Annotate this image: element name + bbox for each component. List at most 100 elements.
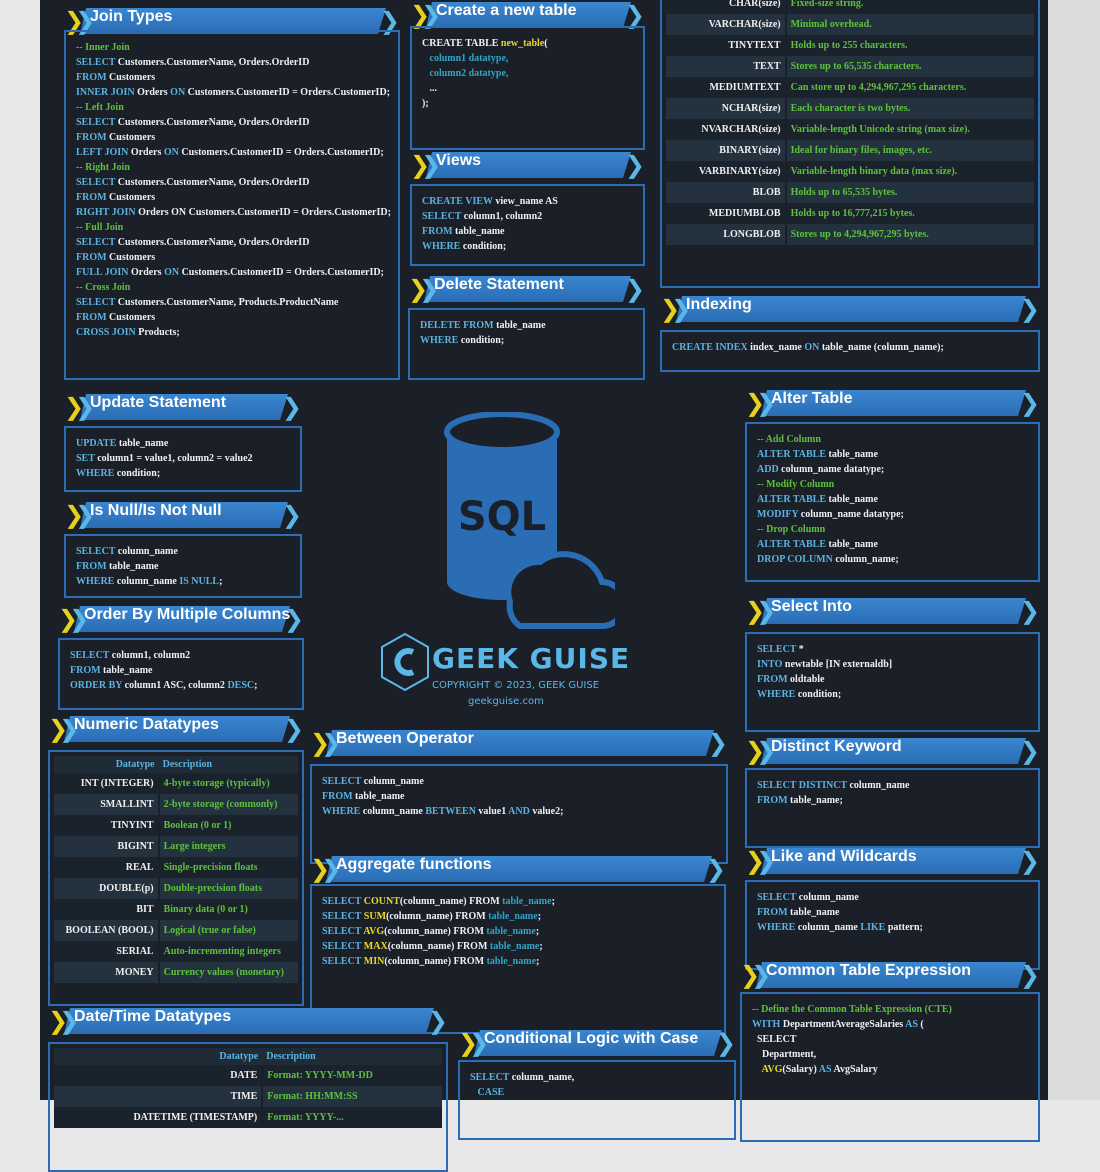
code-token: Customers bbox=[109, 312, 156, 323]
code-line: -- Add Column bbox=[757, 432, 1028, 447]
column-header: Description bbox=[262, 1048, 442, 1065]
code-token: ADD bbox=[757, 464, 782, 475]
code-line: FROM table_name bbox=[757, 905, 1028, 920]
code-token: Customers.CustomerName, Products.Product… bbox=[117, 297, 339, 308]
description-cell: Can store up to 4,294,967,295 characters… bbox=[785, 77, 1034, 98]
code-token: table_name bbox=[486, 956, 537, 967]
code-line: SELECT SUM(column_name) FROM table_name; bbox=[322, 909, 714, 924]
datatype-cell: MEDIUMTEXT bbox=[666, 77, 787, 98]
code-line: WHERE column_name BETWEEN value1 AND val… bbox=[322, 804, 716, 819]
code-token: SELECT bbox=[322, 926, 364, 937]
code-line: WHERE column_name LIKE pattern; bbox=[757, 920, 1028, 935]
section-header-bar bbox=[745, 390, 1040, 416]
chevron-right-icon: ❯ bbox=[1019, 389, 1040, 417]
double-chevron-icon: ❯❯ bbox=[745, 737, 776, 765]
code-line: CASE bbox=[470, 1085, 724, 1100]
code-line: RIGHT JOIN Orders ON Customers.CustomerI… bbox=[76, 205, 391, 220]
code-token: SELECT bbox=[76, 297, 118, 308]
section-header-bar bbox=[408, 276, 645, 302]
code-token: column_name bbox=[797, 922, 861, 933]
code-token: SELECT bbox=[70, 650, 112, 661]
code-token: ( bbox=[920, 1019, 924, 1030]
code-token: Orders bbox=[137, 87, 171, 98]
code-token: table_name bbox=[455, 226, 505, 237]
code-token: FROM bbox=[757, 795, 791, 806]
code-token: index_name bbox=[750, 342, 805, 353]
datatype-cell: MEDIUMBLOB bbox=[666, 203, 787, 224]
double-chevron-icon: ❯❯ bbox=[660, 295, 691, 323]
code-token: -- Drop Column bbox=[757, 524, 826, 535]
code-line: column1 datatype, bbox=[422, 51, 633, 66]
double-chevron-icon: ❯❯ bbox=[410, 151, 441, 179]
chevron-right-icon: ❯ bbox=[715, 1029, 736, 1057]
code-line: -- Full Join bbox=[76, 220, 388, 235]
code-token: (column_name) FROM bbox=[384, 926, 487, 937]
datatype-cell: VARCHAR(size) bbox=[666, 14, 787, 35]
code-line: FROM table_name bbox=[76, 559, 290, 574]
code-token: Customers bbox=[109, 132, 156, 143]
section-header-bar bbox=[745, 598, 1040, 624]
table-row: DOUBLE(p)Double-precision floats bbox=[54, 878, 298, 899]
code-line: FROM table_name; bbox=[757, 793, 1028, 808]
code-token: Customers.CustomerName, Orders.OrderID bbox=[117, 237, 310, 248]
code-token: column_name; bbox=[835, 554, 899, 565]
code-token: Customers.CustomerName, Orders.OrderID bbox=[117, 177, 310, 188]
code-line: FROM Customers bbox=[76, 310, 388, 325]
double-chevron-icon: ❯❯ bbox=[48, 1007, 79, 1035]
code-token: SELECT bbox=[76, 177, 118, 188]
code-token: Department, bbox=[752, 1049, 817, 1060]
code-line: CREATE INDEX index_name ON table_name (c… bbox=[672, 340, 1028, 355]
section-title: Create a new table bbox=[436, 2, 577, 19]
datatype-cell: MONEY bbox=[54, 962, 160, 983]
chevron-right-icon: ❯ bbox=[624, 275, 645, 303]
code-token: IS NULL bbox=[179, 576, 220, 587]
code-token: FROM bbox=[76, 72, 110, 83]
column-header: Description bbox=[158, 756, 298, 773]
code-token: (Salary) bbox=[782, 1064, 819, 1075]
chevron-right-icon: ❯ bbox=[707, 729, 728, 757]
code-token: WHERE bbox=[76, 576, 117, 587]
code-token: ; bbox=[219, 576, 223, 587]
code-token: Customers.CustomerID = Orders.CustomerID… bbox=[181, 147, 384, 158]
section-header-bar bbox=[48, 716, 304, 742]
code-token: condition; bbox=[797, 689, 842, 700]
code-line: WHERE column_name IS NULL; bbox=[76, 574, 290, 589]
code-token: ON bbox=[164, 267, 182, 278]
code-token: Customers bbox=[109, 252, 156, 263]
chevron-right-icon: ❯ bbox=[281, 501, 302, 529]
code-token: Products; bbox=[138, 327, 180, 338]
code-token: MODIFY bbox=[757, 509, 801, 520]
code-line: Department, bbox=[752, 1047, 1028, 1062]
code-token: SELECT DISTINCT bbox=[757, 780, 850, 791]
section-title: Like and Wildcards bbox=[771, 848, 917, 865]
code-line: LEFT JOIN Orders ON Customers.CustomerID… bbox=[76, 145, 388, 160]
datatype-cell: BIT bbox=[54, 899, 160, 920]
section-header-bar bbox=[740, 962, 1040, 988]
code-token: -- Modify Column bbox=[757, 479, 835, 490]
section-header-bar bbox=[745, 738, 1040, 764]
section-title: Views bbox=[436, 152, 482, 169]
code-token: column1, column2 bbox=[463, 211, 543, 222]
code-token: table_name bbox=[118, 438, 169, 449]
code-token: table_name bbox=[828, 539, 878, 550]
code-token: ( bbox=[544, 38, 548, 49]
code-token: (column_name) FROM bbox=[386, 911, 489, 922]
chevron-right-icon: ❯ bbox=[1019, 737, 1040, 765]
code-token: table_name; bbox=[790, 795, 843, 806]
code-token: value1 bbox=[478, 806, 509, 817]
code-token: SELECT bbox=[757, 644, 799, 655]
code-token: WHERE bbox=[422, 241, 463, 252]
code-token: ; bbox=[535, 926, 540, 937]
code-token: condition; bbox=[460, 335, 505, 346]
datatype-cell: TEXT bbox=[666, 56, 787, 77]
code-line: SELECT * bbox=[757, 642, 1028, 657]
code-token: SELECT bbox=[322, 896, 364, 907]
description-cell: Fixed-size string. bbox=[785, 0, 1034, 14]
code-token: Customers.CustomerName, Orders.OrderID bbox=[117, 117, 310, 128]
sql-database-cloud-icon: SQL bbox=[444, 412, 615, 629]
